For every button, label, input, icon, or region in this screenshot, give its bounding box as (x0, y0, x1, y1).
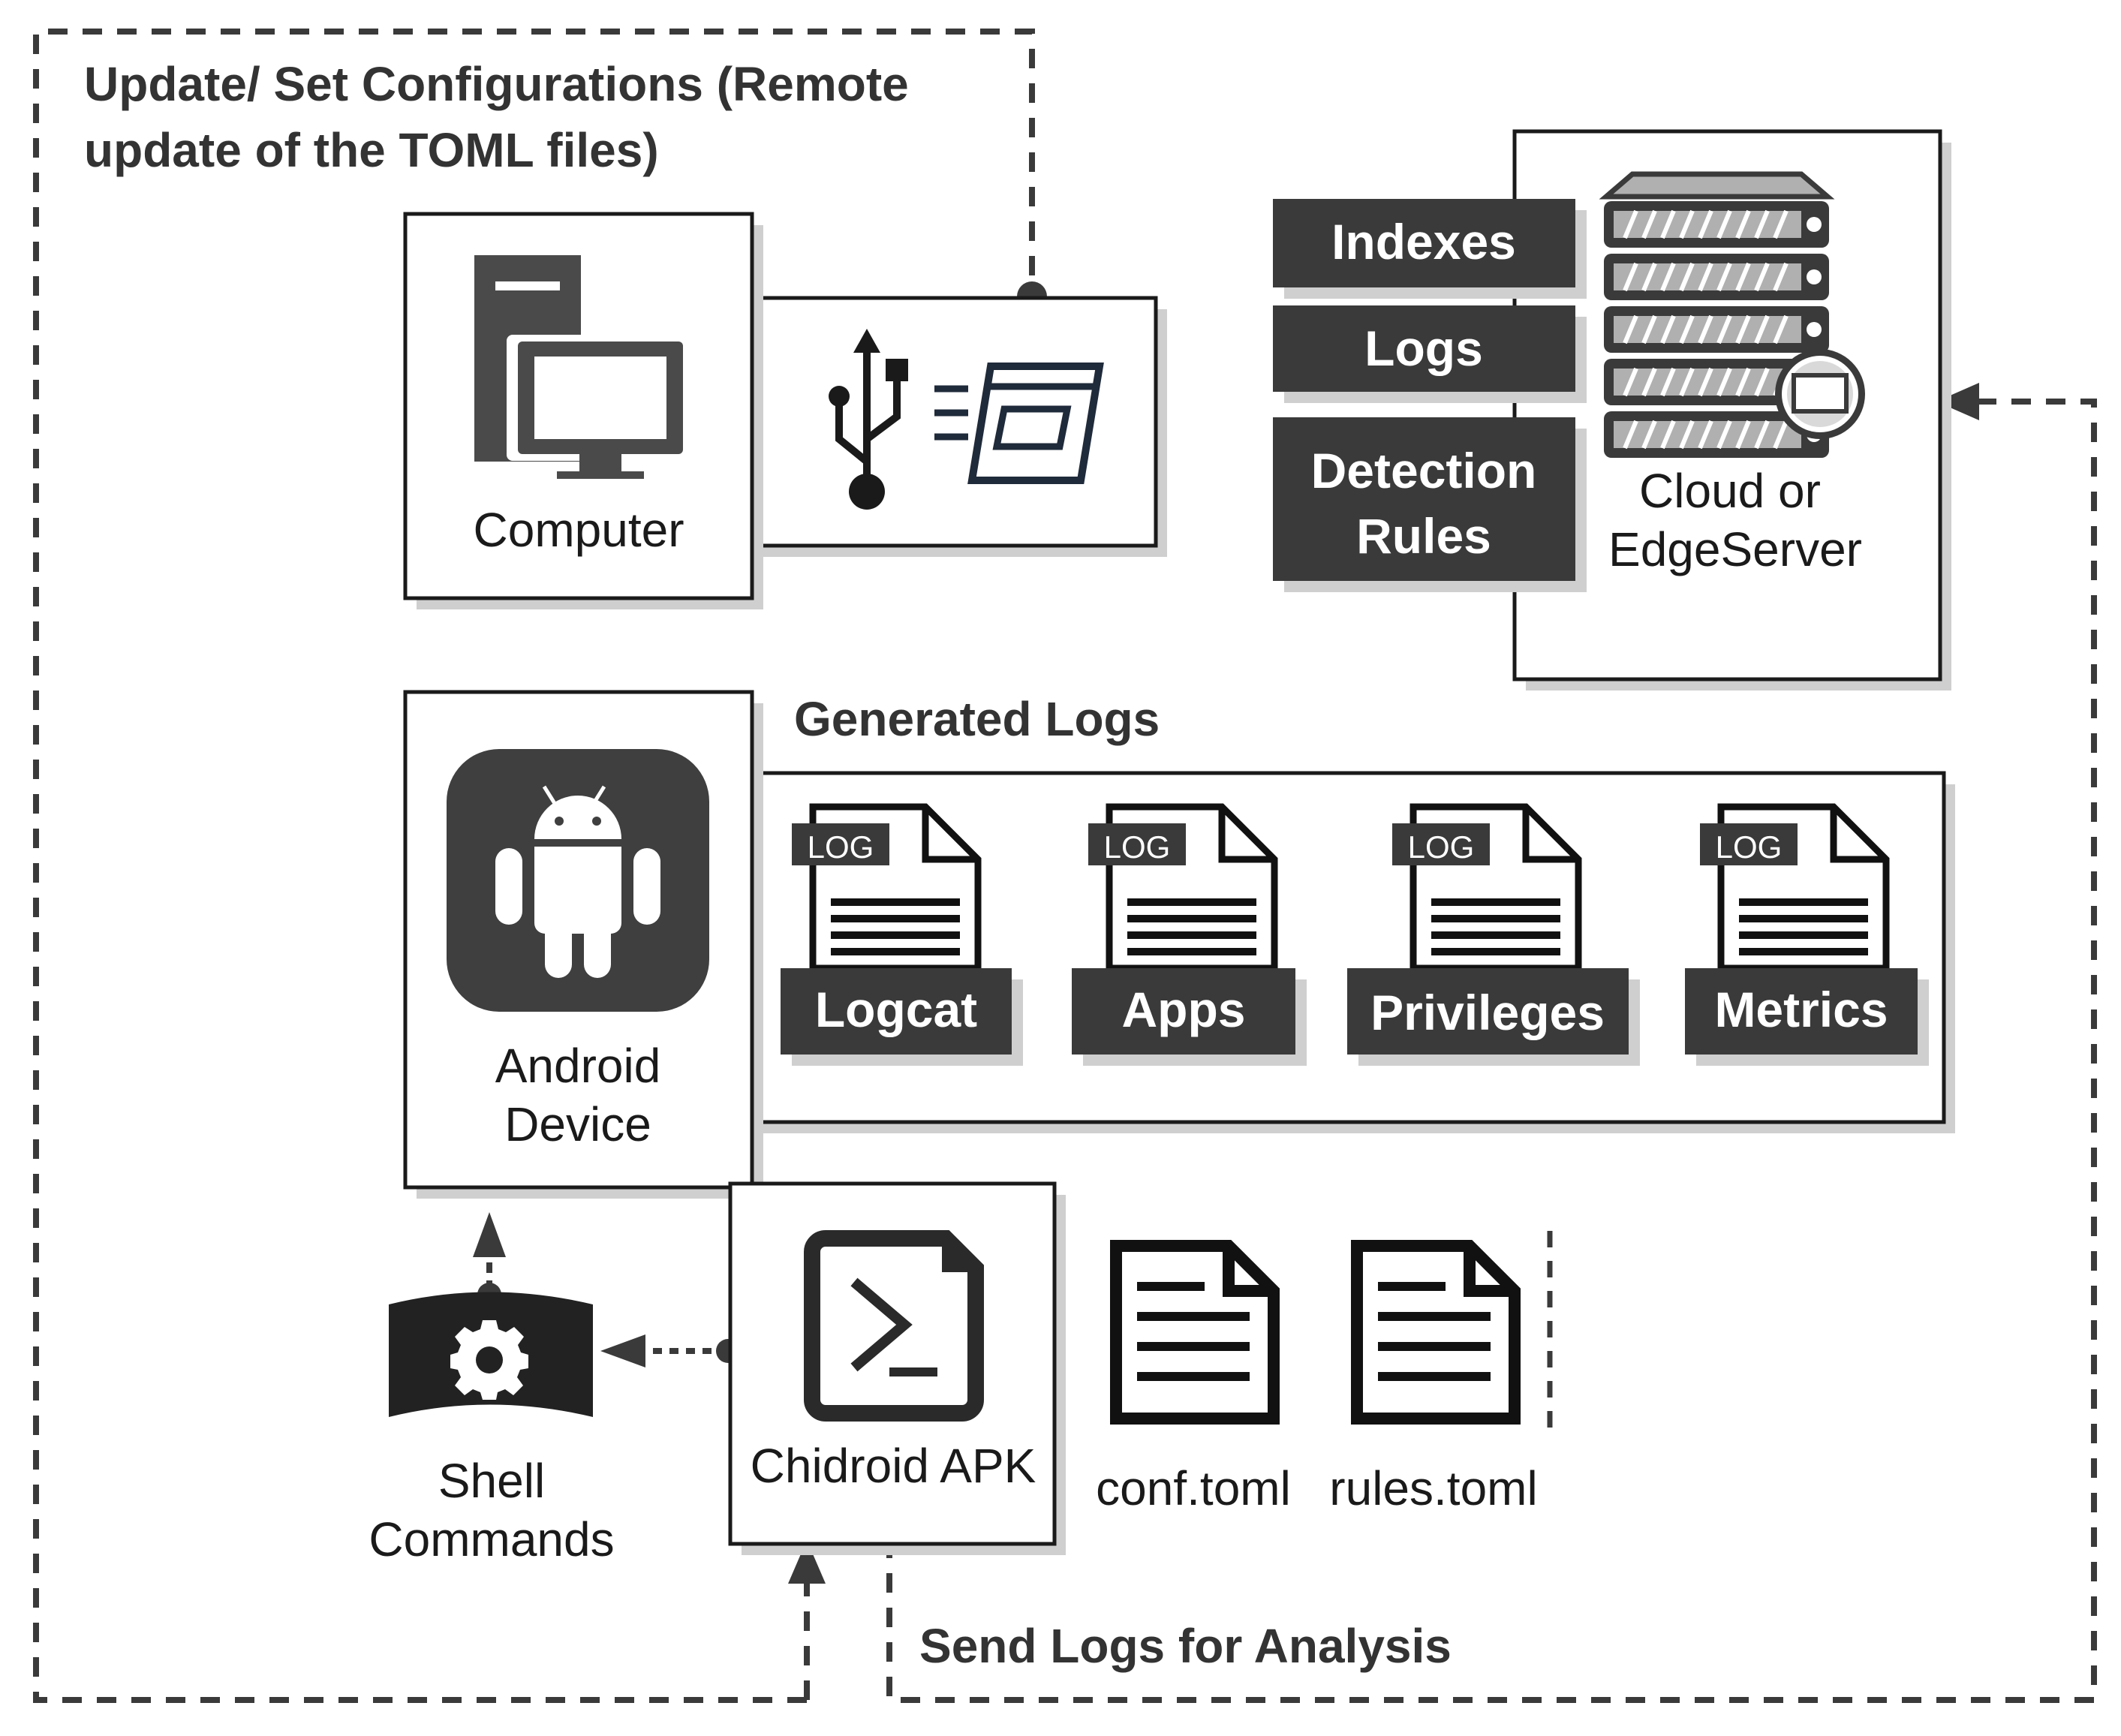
svg-text:Detection: Detection (1311, 443, 1537, 498)
svg-text:Logs: Logs (1364, 320, 1483, 376)
title-line-2: update of the TOML files) (84, 123, 659, 177)
svg-text:Indexes: Indexes (1331, 214, 1516, 269)
apk-label: Chidroid APK (751, 1439, 1036, 1493)
android-device-box: Android Device (403, 690, 763, 1199)
server-tag-indexes: Indexes (1273, 199, 1587, 299)
svg-text:Apps: Apps (1122, 982, 1246, 1037)
generated-logs-heading: Generated Logs (794, 692, 1160, 746)
terminal-prompt-icon (804, 1230, 984, 1422)
server-tag-detection-rules: Detection Rules (1273, 417, 1587, 592)
log-file-privileges: LOG Privileges (1347, 807, 1640, 1066)
title-line-1: Update/ Set Configurations (Remote (84, 57, 909, 111)
svg-text:Privileges: Privileges (1370, 985, 1605, 1040)
svg-text:LOG: LOG (1716, 829, 1783, 865)
log-file-metrics: LOG Metrics (1685, 807, 1929, 1066)
svg-text:LOG: LOG (1104, 829, 1171, 865)
svg-text:Rules: Rules (1356, 508, 1491, 564)
shell-commands-node: Shell Commands (369, 1292, 615, 1566)
svg-text:Logcat: Logcat (815, 982, 977, 1037)
send-logs-label: Send Logs for Analysis (919, 1619, 1452, 1673)
svg-text:LOG: LOG (1408, 829, 1475, 865)
android-label-line-2: Device (504, 1097, 651, 1151)
server-label-line-1: Cloud or (1639, 464, 1821, 518)
android-label-line-1: Android (495, 1039, 661, 1093)
server-rack-icon (1599, 171, 1865, 458)
svg-text:conf.toml: conf.toml (1096, 1461, 1291, 1515)
apk-to-shell-connector (600, 1334, 740, 1367)
conf-toml-file: conf.toml (1096, 1246, 1291, 1515)
usb-icon (829, 329, 908, 510)
chidroid-apk-box: Chidroid APK (728, 1181, 1066, 1555)
document-icon (1357, 1246, 1515, 1419)
android-robot-icon (447, 749, 709, 1012)
usb-connector-box (748, 296, 1167, 557)
log-file-logcat: LOG Logcat (781, 807, 1023, 1066)
log-file-apps: LOG Apps (1072, 807, 1307, 1066)
svg-text:LOG: LOG (808, 829, 874, 865)
shell-label-line-2: Commands (369, 1512, 614, 1566)
desktop-computer-icon (474, 255, 687, 479)
computer-label: Computer (474, 503, 684, 557)
computer-box: Computer (403, 212, 763, 609)
server-tag-logs: Logs (1273, 305, 1587, 403)
app-window-icon (934, 363, 1104, 484)
rules-toml-file: rules.toml (1329, 1246, 1538, 1515)
svg-text:Metrics: Metrics (1714, 982, 1888, 1037)
gear-icon (450, 1320, 528, 1400)
svg-text:rules.toml: rules.toml (1329, 1461, 1537, 1515)
shell-label-line-1: Shell (438, 1454, 545, 1508)
server-label-line-2: EdgeServer (1608, 522, 1862, 576)
document-icon (1116, 1246, 1274, 1419)
